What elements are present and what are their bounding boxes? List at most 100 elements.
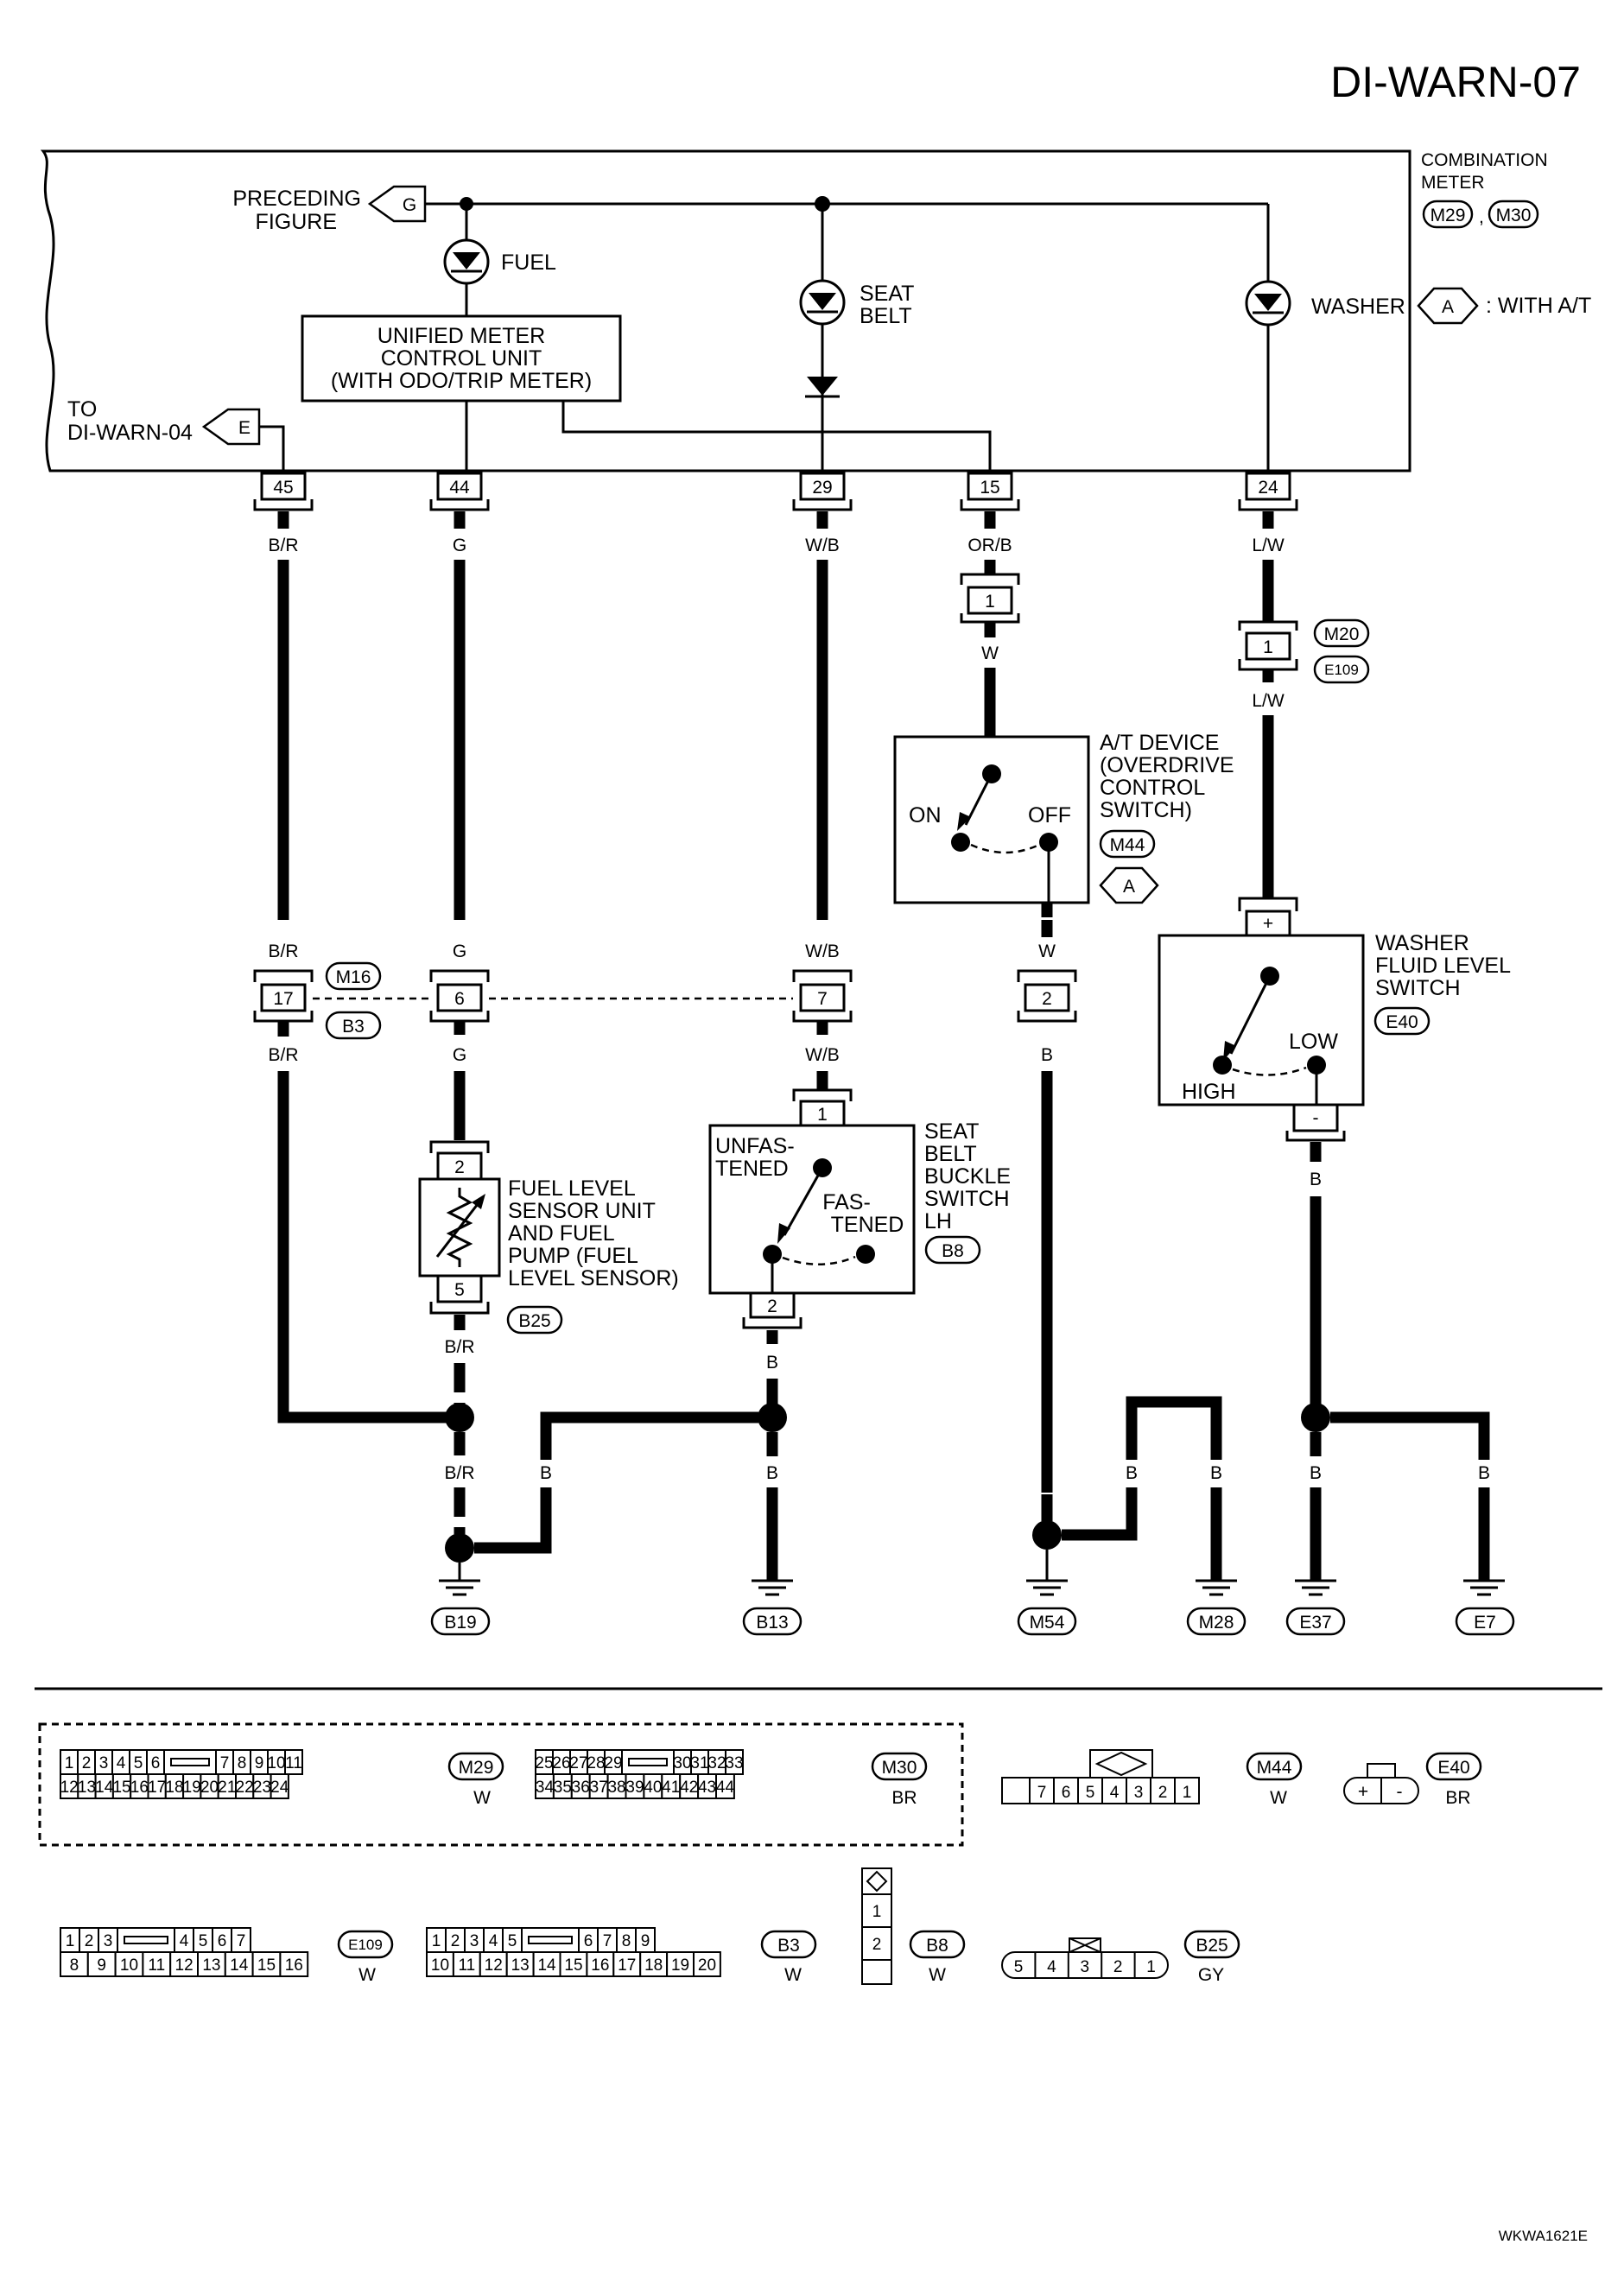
umcu-label: UNIFIED METER bbox=[377, 324, 545, 348]
legend-b3-pin: 9 bbox=[641, 1932, 650, 1950]
seat-belt-lamp-label: SEAT bbox=[860, 282, 914, 306]
legend-m29-pin: 3 bbox=[99, 1754, 109, 1772]
preceding-figure-label: FIGURE bbox=[256, 210, 337, 234]
flag-a: A bbox=[1442, 297, 1454, 317]
legend-e109-pin: 10 bbox=[120, 1956, 138, 1975]
legend-b3-cell bbox=[586, 1951, 615, 1977]
fuel-level-sensor: 2 5 FUEL LEVEL SENSOR UNIT AND FUEL PUMP… bbox=[418, 1140, 679, 1335]
legend-e109-pin: 13 bbox=[202, 1956, 220, 1975]
legend-m29-pin: 22 bbox=[236, 1779, 254, 1797]
legend-e109-pin: 11 bbox=[148, 1956, 165, 1975]
legend-b3-pin: 17 bbox=[618, 1956, 636, 1975]
legend-e109-cell bbox=[197, 1951, 226, 1977]
wire-color-label: B bbox=[1310, 1463, 1322, 1483]
legend-m44-cell bbox=[1001, 1777, 1031, 1804]
legend-m30-pin: 27 bbox=[569, 1754, 587, 1772]
fastened-label: FAS- bbox=[822, 1190, 871, 1214]
wire-color-label: B bbox=[1310, 1170, 1322, 1189]
seat-belt-lamp-label: BELT bbox=[860, 304, 912, 328]
legend-e109-pin: 6 bbox=[218, 1932, 227, 1950]
legend-b3-pin: 16 bbox=[591, 1956, 609, 1975]
at-device-label: CONTROL bbox=[1100, 776, 1205, 800]
connector-separator: , bbox=[1479, 207, 1484, 227]
legend-e40-pin: - bbox=[1397, 1782, 1403, 1802]
legend-m30-pin: 29 bbox=[604, 1754, 622, 1772]
legend-m29-pin: 16 bbox=[130, 1779, 149, 1797]
wire-color-label: W/B bbox=[805, 536, 840, 555]
legend-e109-pin: 9 bbox=[97, 1956, 106, 1975]
pin-2: 2 bbox=[454, 1157, 465, 1177]
legend-e40-key bbox=[1367, 1763, 1396, 1779]
wire-color-label: B bbox=[1041, 1463, 1053, 1483]
legend-name: E109 bbox=[348, 1937, 383, 1953]
wire-color-label: B/R bbox=[444, 1337, 474, 1357]
connector-tag-m30: M30 bbox=[1496, 206, 1532, 225]
connector-tag-e109: E109 bbox=[1324, 662, 1359, 678]
wire-color-label: B/R bbox=[268, 536, 298, 555]
pin-7: 7 bbox=[817, 989, 828, 1009]
connector-tag-m44: M44 bbox=[1110, 835, 1145, 855]
legend-e109-pin: 2 bbox=[85, 1932, 94, 1950]
legend-b3-cell bbox=[666, 1951, 695, 1977]
with-at-note: : WITH A/T bbox=[1486, 294, 1591, 318]
legend-b25-pin: 2 bbox=[1113, 1958, 1123, 1976]
terminal-45: 45 bbox=[273, 478, 293, 498]
pin-1: 1 bbox=[1263, 637, 1273, 657]
legend-m30-cell bbox=[715, 1773, 735, 1799]
legend-e109-cell bbox=[224, 1951, 254, 1977]
connector-tag-m20: M20 bbox=[1324, 625, 1360, 644]
legend-b25-key-cross bbox=[1069, 1937, 1101, 1953]
washer-high-label: HIGH bbox=[1182, 1080, 1236, 1104]
pin-2: 2 bbox=[1042, 989, 1052, 1009]
seat-switch-label: SWITCH bbox=[924, 1187, 1010, 1211]
to-di-warn-04-label: TO bbox=[67, 397, 97, 422]
washer-switch-label: FLUID LEVEL bbox=[1375, 954, 1511, 978]
seat-switch-label: BELT bbox=[924, 1142, 977, 1166]
ground-tag: B13 bbox=[756, 1613, 788, 1633]
legend-m30-pin: 33 bbox=[725, 1754, 743, 1772]
legend-m30-pin: 44 bbox=[716, 1779, 735, 1797]
legend-e109-pin: 15 bbox=[257, 1956, 276, 1975]
legend-name: B25 bbox=[1196, 1936, 1228, 1956]
unfastened-label: UNFAS- bbox=[715, 1134, 795, 1158]
legend-name: M44 bbox=[1257, 1758, 1292, 1778]
ground-tag: E37 bbox=[1299, 1613, 1331, 1633]
legend-m29-pin: 4 bbox=[117, 1754, 126, 1772]
legend-e109-pin: 8 bbox=[70, 1956, 79, 1975]
legend-m30-pin: 42 bbox=[680, 1779, 698, 1797]
legend-m30-key-slot bbox=[628, 1758, 668, 1766]
connector-tag-m29: M29 bbox=[1431, 206, 1466, 225]
fuel-sensor-label: SENSOR UNIT bbox=[508, 1199, 656, 1223]
wire-color-label: OR/B bbox=[967, 536, 1012, 555]
legend-b8-cell bbox=[861, 1959, 892, 1985]
legend-b3-pin: 3 bbox=[470, 1932, 479, 1950]
ground-tag: E7 bbox=[1474, 1613, 1496, 1633]
legend-color: W bbox=[929, 1965, 946, 1985]
unfastened-label: TENED bbox=[715, 1157, 789, 1181]
at-device-switch: ON OFF A/T DEVICE (OVERDRIVE CONTROL SWI… bbox=[893, 731, 1234, 904]
legend-b3-key-slot bbox=[528, 1936, 573, 1944]
legend-b3-pin: 8 bbox=[622, 1932, 631, 1950]
at-device-label: SWITCH) bbox=[1100, 798, 1192, 822]
wire-color-label: L/W bbox=[1252, 536, 1285, 555]
legend-b3-pin: 20 bbox=[698, 1956, 716, 1975]
combination-meter-label: METER bbox=[1421, 173, 1485, 193]
legend-m29-pin: 10 bbox=[267, 1754, 285, 1772]
legend-b8-pin: 1 bbox=[872, 1903, 882, 1921]
to-di-warn-04-label: DI-WARN-04 bbox=[67, 421, 193, 445]
pin-17: 17 bbox=[273, 989, 293, 1009]
page-title: DI-WARN-07 bbox=[1330, 58, 1581, 106]
legend-m44-cell bbox=[1150, 1777, 1176, 1804]
legend-b3-pin: 2 bbox=[451, 1932, 460, 1950]
legend-b3-pin: 1 bbox=[432, 1932, 441, 1950]
fuel-sensor-label: FUEL LEVEL bbox=[508, 1176, 636, 1201]
legend-m30-pin: 37 bbox=[590, 1779, 608, 1797]
umcu-label: CONTROL UNIT bbox=[381, 346, 542, 371]
legend-m30-pin: 35 bbox=[554, 1779, 572, 1797]
legend-b8-key-diamond bbox=[866, 1870, 888, 1893]
seat-switch-label: BUCKLE bbox=[924, 1164, 1011, 1189]
terminal-44: 44 bbox=[449, 478, 470, 498]
legend-m30-pin: 25 bbox=[535, 1754, 553, 1772]
